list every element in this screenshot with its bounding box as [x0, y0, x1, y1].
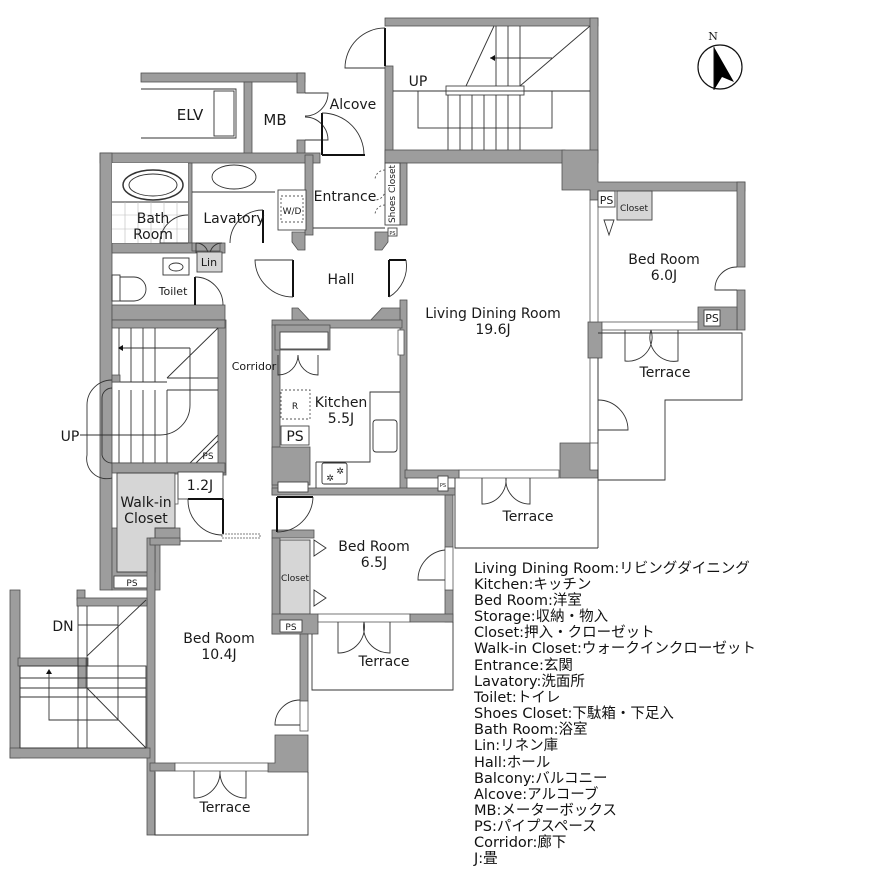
bed-room-mid-size: 6.5J: [361, 555, 387, 571]
legend-item: J:畳: [473, 851, 498, 867]
walk-in-closet: 1.2J Walk-in Closet PS: [111, 462, 261, 591]
ps-ne-1-label: PS: [600, 194, 614, 207]
hall: Hall: [254, 231, 407, 329]
north-arrow-icon: N: [697, 30, 743, 90]
kitchen-ps-label: PS: [286, 429, 303, 445]
ps-entrance-label: PS: [389, 231, 395, 237]
stair-bottom: DN: [9, 589, 151, 759]
legend-item: Bed Room:洋室: [474, 592, 582, 609]
entrance-label: Entrance: [314, 189, 377, 205]
legend-item: Storage:収納・物入: [474, 608, 608, 625]
entrance: Shoes Closet PS Entrance: [313, 162, 401, 237]
lavatory: W/D Lavatory Lin: [192, 164, 307, 273]
wic-label-1: Walk-in: [120, 495, 171, 511]
terrace-ne: Terrace: [597, 329, 743, 548]
wd-label: W/D: [283, 207, 302, 217]
terrace-living-label: Terrace: [502, 509, 554, 525]
mb-label: MB: [263, 111, 286, 129]
terrace-ne-label: Terrace: [639, 365, 691, 381]
living-size: 19.6J: [475, 322, 510, 338]
living-name: Living Dining Room: [425, 306, 561, 322]
stair-top-label: UP: [409, 74, 428, 90]
bath-room-label-2: Room: [133, 227, 173, 243]
shoes-closet-label: Shoes Closet: [388, 165, 398, 224]
bed-room-ne: PS Closet PS Bed Room 6.0J: [597, 190, 738, 331]
ps-ne-2-label: PS: [705, 312, 719, 325]
legend-item: Shoes Closet:下駄箱・下足入: [474, 705, 674, 722]
toilet-label: Toilet: [158, 285, 188, 298]
kitchen: R PS ✲ ✲ PS Kitchen 5.5J: [271, 324, 456, 496]
legend-item: Closet:押入・クローゼット: [474, 624, 655, 641]
stair-left: PS UP: [61, 327, 219, 480]
terrace-living: Terrace: [454, 477, 598, 549]
closet-mid-label: Closet: [281, 574, 310, 584]
bed-room-mid-name: Bed Room: [338, 539, 409, 555]
bed-room-sw-size: 10.4J: [201, 647, 236, 663]
legend-item: Lavatory:洗面所: [474, 673, 585, 690]
bed-room-sw: Bed Room 10.4J Terrace: [146, 537, 309, 836]
elevator-meter-block: ELV MB Alcove: [140, 72, 377, 156]
legend-item: Entrance:玄関: [474, 657, 573, 674]
wic-size-label: 1.2J: [187, 478, 213, 494]
living-dining-room: Living Dining Room 19.6J: [425, 306, 629, 431]
bath-room-label-1: Bath: [137, 211, 170, 227]
legend-item: Alcove:アルコーブ: [474, 785, 598, 803]
stair-top: UP: [344, 17, 599, 164]
bed-room-mid: Closet PS Bed Room 6.5J: [271, 481, 454, 635]
legend-item: Living Dining Room:リビングダイニング: [474, 560, 750, 577]
legend-item: Hall:ホール: [474, 755, 550, 771]
bed-room-sw-name: Bed Room: [183, 631, 254, 647]
elv-label: ELV: [177, 106, 204, 124]
ps-wic-label: PS: [126, 579, 137, 589]
lin-label: Lin: [201, 256, 217, 269]
stair-left-label: UP: [61, 429, 80, 445]
terrace-mid-label: Terrace: [358, 654, 410, 670]
stair-bottom-label: DN: [52, 619, 73, 635]
legend-item: Kitchen:キッチン: [474, 577, 591, 593]
legend: Living Dining Room:リビングダイニング Kitchen:キッチ…: [473, 560, 756, 867]
bed-room-ne-size: 6.0J: [651, 268, 677, 284]
legend-item: Lin:リネン庫: [474, 737, 558, 754]
legend-item: Balcony:バルコニー: [474, 771, 608, 787]
bath-room: Bath Room: [112, 163, 189, 244]
legend-item: Corridor:廊下: [474, 834, 566, 851]
kitchen-name: Kitchen: [315, 395, 368, 411]
unit-walls: [99, 149, 746, 591]
legend-item: Toilet:トイレ: [473, 690, 560, 706]
legend-item: MB:メーターボックス: [474, 802, 617, 819]
stove-burner-icon: ✲: [326, 474, 334, 484]
hall-label: Hall: [328, 272, 355, 288]
ps-stair-label: PS: [202, 452, 213, 462]
legend-item: Bath Room:浴室: [474, 721, 588, 738]
alcove-label: Alcove: [330, 97, 377, 113]
legend-item: Walk-in Closet:ウォークインクローゼット: [474, 640, 756, 657]
legend-item: PS:パイプスペース: [474, 818, 597, 835]
toilet: Toilet: [111, 257, 224, 306]
wic-label-2: Closet: [124, 511, 168, 527]
corridor-label: Corridor: [232, 360, 277, 373]
stove-burner-icon: ✲: [336, 467, 344, 477]
ps-mid-label: PS: [285, 623, 296, 633]
terrace-sw-label: Terrace: [199, 800, 251, 816]
bed-room-ne-name: Bed Room: [628, 252, 699, 268]
ps-kitchen-small-label: PS: [440, 483, 446, 489]
compass-label: N: [708, 30, 718, 43]
kitchen-size: 5.5J: [328, 411, 354, 427]
fridge-label: R: [292, 402, 298, 412]
lavatory-label: Lavatory: [203, 211, 264, 227]
closet-ne-label: Closet: [620, 204, 649, 214]
terrace-mid: Terrace: [311, 621, 454, 691]
